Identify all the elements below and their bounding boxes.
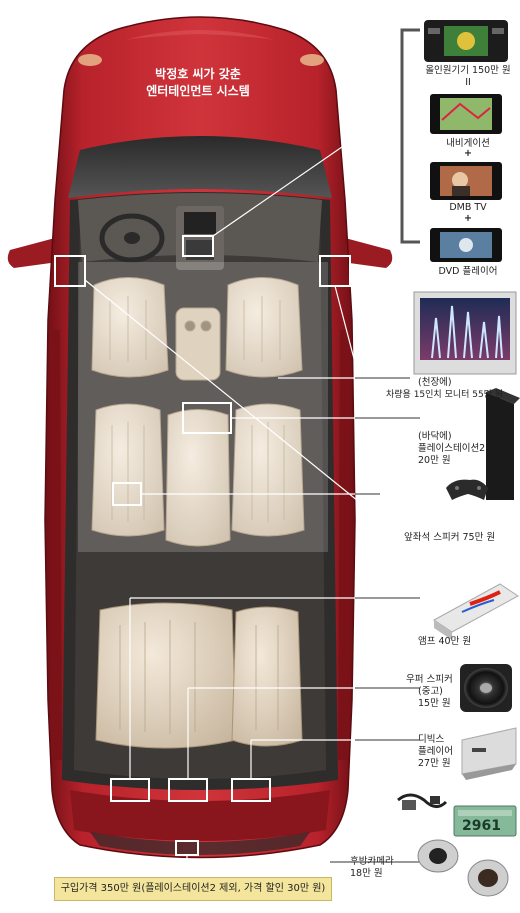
left-headlight: [78, 54, 102, 66]
label-dvd: DVD 플레이어: [438, 266, 498, 277]
playstation2-image: [446, 388, 520, 500]
label-amp: 앰프 40만 원: [418, 636, 472, 647]
diagram-title-line2: 엔터테인먼트 시스템: [146, 84, 250, 98]
label-divx-type: 플레이어: [418, 746, 453, 757]
label-camera-price: 18만 원: [350, 868, 383, 879]
rear-right-seat: [231, 606, 303, 747]
label-ps2-location: (바닥에): [418, 431, 452, 442]
head-unit: [184, 212, 216, 234]
label-ps2-name: 플레이스테이션2: [418, 443, 486, 454]
ceiling-monitor-image: [413, 291, 517, 375]
rear-camera-image: [417, 839, 509, 897]
highlight-panel: [78, 262, 328, 552]
box-head-unit: [182, 235, 214, 257]
middle-center-seat: [165, 409, 231, 547]
label-monitor-location: (천장에): [418, 377, 452, 388]
cable-bundle-image: [397, 793, 448, 810]
front-right-seat: [225, 277, 303, 378]
box-left-speaker: [54, 255, 86, 287]
diagram-title: 박정호 씨가 갖춘 엔터테인먼트 시스템: [118, 66, 278, 100]
license-plate-image: [453, 805, 517, 837]
label-ps2-price: 20만 원: [418, 455, 451, 466]
left-mirror: [7, 238, 58, 268]
label-woofer-note: (중고): [418, 686, 443, 697]
dashboard: [78, 193, 322, 270]
steering-wheel: [99, 213, 165, 263]
license-plate-number: 2961: [462, 818, 501, 834]
label-woofer-name: 우퍼 스피커: [406, 674, 453, 685]
right-mirror: [342, 238, 393, 268]
allinone-device-image: [424, 20, 508, 62]
label-divx-name: 디빅스: [418, 734, 445, 745]
amplifier-image: [433, 583, 519, 640]
rear-bench: [95, 602, 237, 749]
dvd-player-image: [430, 228, 502, 262]
label-camera-name: 후방카메라: [350, 856, 394, 867]
dmb-tv-image: [430, 162, 502, 200]
right-headlight: [300, 54, 324, 66]
divx-player-image: [461, 727, 517, 780]
woofer-image: [460, 664, 512, 712]
label-equals: II: [465, 77, 471, 88]
label-plus-2: +: [464, 213, 472, 224]
navigation-screen-image: [430, 94, 502, 134]
label-front-speaker: 앞좌석 스피커 75만 원: [404, 532, 496, 543]
windshield: [68, 136, 332, 198]
label-allinone: 올인원기기 150만 원: [425, 65, 511, 76]
label-monitor-price: 차량용 15인치 모니터 55만 원: [386, 390, 504, 400]
purchase-total-note: 구입가격 350만 원(플레이스테이션2 제외, 가격 할인 30만 원): [54, 877, 332, 901]
seats: [91, 277, 305, 749]
label-woofer-price: 15만 원: [418, 698, 451, 709]
diagram-title-line1: 박정호 씨가 갖춘: [155, 67, 241, 81]
allinone-bracket: [400, 28, 420, 244]
label-divx-price: 27만 원: [418, 758, 451, 769]
label-navigation: 내비게이션: [446, 138, 490, 149]
label-dmb-tv: DMB TV: [449, 202, 487, 213]
front-left-seat: [91, 277, 169, 378]
label-plus-1: +: [464, 148, 472, 159]
